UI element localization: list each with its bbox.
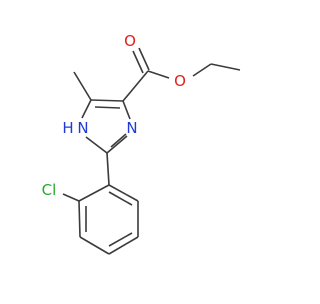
- bond-c5-methyl: [73, 71, 92, 101]
- bond-c4-c5-double-a: [90, 99, 124, 102]
- bond-carbonyl-c-ester-o: [147, 70, 170, 79]
- atom-carbonyl-oxygen: O: [124, 32, 136, 50]
- bond-carbonyl-c-o-double-b: [138, 47, 150, 71]
- bond-c4-c5-double-b: [94, 106, 121, 109]
- bond-ph-c4-c5: [108, 236, 139, 255]
- bond-ring-c4-carbonyl-c: [122, 70, 149, 102]
- bond-c2-n3-double-b: [110, 133, 127, 148]
- atom-amine-hydrogen: H: [62, 119, 73, 137]
- atom-imine-nitrogen: N: [126, 119, 137, 137]
- bond-ph-c2-c3: [78, 200, 81, 238]
- bond-ester-o-ch2: [192, 63, 212, 77]
- bond-ph-c6-c1: [108, 184, 139, 202]
- bond-ch2-ch3: [210, 63, 241, 71]
- bond-ph-cl: [62, 193, 80, 202]
- bond-c5-n1: [81, 99, 92, 119]
- bond-ph-c1-c2: [78, 184, 110, 202]
- bond-c2-phenyl: [106, 152, 110, 186]
- bond-c2-n3-double-a: [106, 135, 128, 154]
- bond-ph-inner-c: [108, 191, 133, 206]
- bond-carbonyl-c-o-double-a: [132, 50, 144, 74]
- bond-c4-n3: [122, 100, 131, 120]
- structure-diagram: O O N H N Cl: [42, 32, 241, 255]
- bond-ph-inner-b: [108, 232, 133, 247]
- atom-ester-oxygen: O: [174, 72, 186, 90]
- atom-amine-nitrogen: N: [77, 119, 88, 137]
- bond-ph-c3-c4: [79, 236, 110, 255]
- bond-n1-c2: [85, 136, 108, 154]
- atom-chlorine: Cl: [42, 181, 57, 199]
- molecule-canvas: O O N H N Cl: [41, 32, 241, 255]
